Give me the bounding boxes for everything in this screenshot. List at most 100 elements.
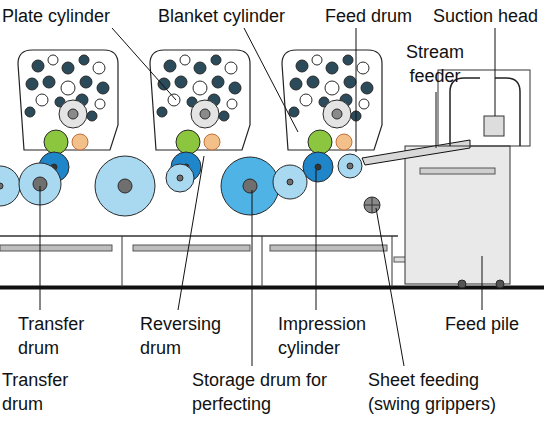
ink-roller bbox=[300, 94, 312, 106]
ink-roller bbox=[359, 99, 369, 109]
ink-roller bbox=[32, 60, 44, 72]
blanket-cylinder bbox=[44, 130, 68, 154]
base-panel bbox=[0, 245, 112, 251]
drum-hub bbox=[243, 179, 257, 193]
ink-roller bbox=[193, 81, 207, 95]
gripper-unit bbox=[204, 134, 220, 150]
ink-roller bbox=[343, 55, 353, 65]
transfer-drum bbox=[0, 166, 20, 206]
ink-roller bbox=[164, 60, 176, 72]
gripper-unit bbox=[72, 134, 88, 150]
ink-roller bbox=[290, 78, 302, 90]
ink-roller bbox=[157, 107, 167, 117]
part-label: Reversing drum bbox=[140, 312, 230, 360]
unit-frame bbox=[282, 50, 382, 150]
transfer-drum bbox=[338, 154, 362, 178]
ink-roller bbox=[225, 62, 237, 74]
unit-frame bbox=[150, 50, 250, 150]
ink-roller bbox=[361, 82, 373, 94]
ink-roller bbox=[357, 62, 369, 74]
plate-cylinder bbox=[191, 100, 219, 128]
drum-hub bbox=[287, 179, 293, 185]
ink-roller bbox=[93, 62, 105, 74]
base-leg bbox=[262, 236, 263, 287]
stream-feeder-tray bbox=[362, 140, 470, 165]
base-leg bbox=[392, 236, 393, 287]
ink-roller bbox=[211, 55, 221, 65]
feed-pile bbox=[405, 146, 510, 284]
pile-wheel bbox=[496, 280, 504, 288]
leader-line bbox=[316, 170, 317, 310]
ink-roller bbox=[43, 76, 55, 88]
leader-line bbox=[482, 256, 483, 310]
machine-base bbox=[0, 235, 398, 237]
leader-line bbox=[178, 156, 204, 310]
drum-hub bbox=[118, 179, 132, 193]
ink-roller bbox=[80, 76, 92, 88]
unit-frame bbox=[18, 50, 118, 150]
ink-roller bbox=[25, 107, 35, 117]
ink-roller bbox=[325, 81, 339, 95]
part-label: Blanket cylinder bbox=[158, 4, 285, 28]
gripper-spoke bbox=[372, 197, 373, 213]
part-label: Impression cylinder bbox=[278, 312, 378, 360]
ink-roller bbox=[307, 76, 319, 88]
base-panel bbox=[270, 245, 387, 251]
part-label: Storage drum for perfecting bbox=[192, 368, 342, 416]
drum-hub bbox=[347, 163, 353, 169]
plate-cylinder bbox=[59, 100, 87, 128]
cylinder-hub bbox=[200, 109, 210, 119]
transfer-drum bbox=[95, 156, 155, 216]
ink-roller bbox=[344, 76, 356, 88]
part-label: Feed pile bbox=[445, 312, 519, 336]
part-label: Stream feeder bbox=[402, 40, 468, 88]
leader-line bbox=[40, 186, 41, 310]
suction-head bbox=[484, 116, 504, 136]
swing-gripper bbox=[364, 197, 380, 213]
cylinder-hub bbox=[315, 164, 321, 170]
ink-roller bbox=[289, 107, 299, 117]
ink-roller bbox=[158, 78, 170, 90]
leader-line bbox=[495, 28, 496, 116]
cylinder-hub bbox=[68, 109, 78, 119]
ink-roller bbox=[175, 76, 187, 88]
ink-roller bbox=[212, 76, 224, 88]
part-label: Transfer drum bbox=[2, 368, 82, 416]
base-panel bbox=[133, 245, 250, 251]
base-leg bbox=[122, 236, 123, 287]
drum-hub bbox=[0, 183, 3, 189]
leader-line bbox=[436, 92, 437, 148]
part-label: Plate cylinder bbox=[2, 4, 110, 28]
part-label: Feed drum bbox=[325, 4, 412, 28]
ink-roller bbox=[62, 62, 74, 74]
air-pipe bbox=[450, 78, 480, 146]
leader-line bbox=[112, 28, 176, 100]
plate-cylinder bbox=[323, 100, 351, 128]
ink-roller bbox=[97, 82, 109, 94]
part-label: Transfer drum bbox=[18, 312, 98, 360]
part-label: Suction head bbox=[433, 4, 538, 28]
ink-roller bbox=[95, 99, 105, 109]
ink-roller bbox=[36, 94, 48, 106]
leader-line bbox=[252, 190, 253, 366]
ink-roller bbox=[312, 55, 322, 65]
ink-roller bbox=[229, 82, 241, 94]
leader-line bbox=[244, 28, 298, 132]
cylinder-hub bbox=[332, 109, 342, 119]
gripper-unit bbox=[336, 134, 352, 150]
ink-roller bbox=[194, 62, 206, 74]
ink-roller bbox=[227, 99, 237, 109]
ink-roller bbox=[168, 94, 180, 106]
pile-wheel bbox=[458, 280, 466, 288]
ink-roller bbox=[219, 111, 229, 121]
impression-cylinder bbox=[303, 152, 333, 182]
ink-roller bbox=[61, 81, 75, 95]
transfer-drum bbox=[166, 164, 194, 192]
leader-line bbox=[356, 28, 357, 152]
drum-hub bbox=[177, 175, 183, 181]
ink-roller bbox=[296, 60, 308, 72]
ink-roller bbox=[180, 55, 190, 65]
